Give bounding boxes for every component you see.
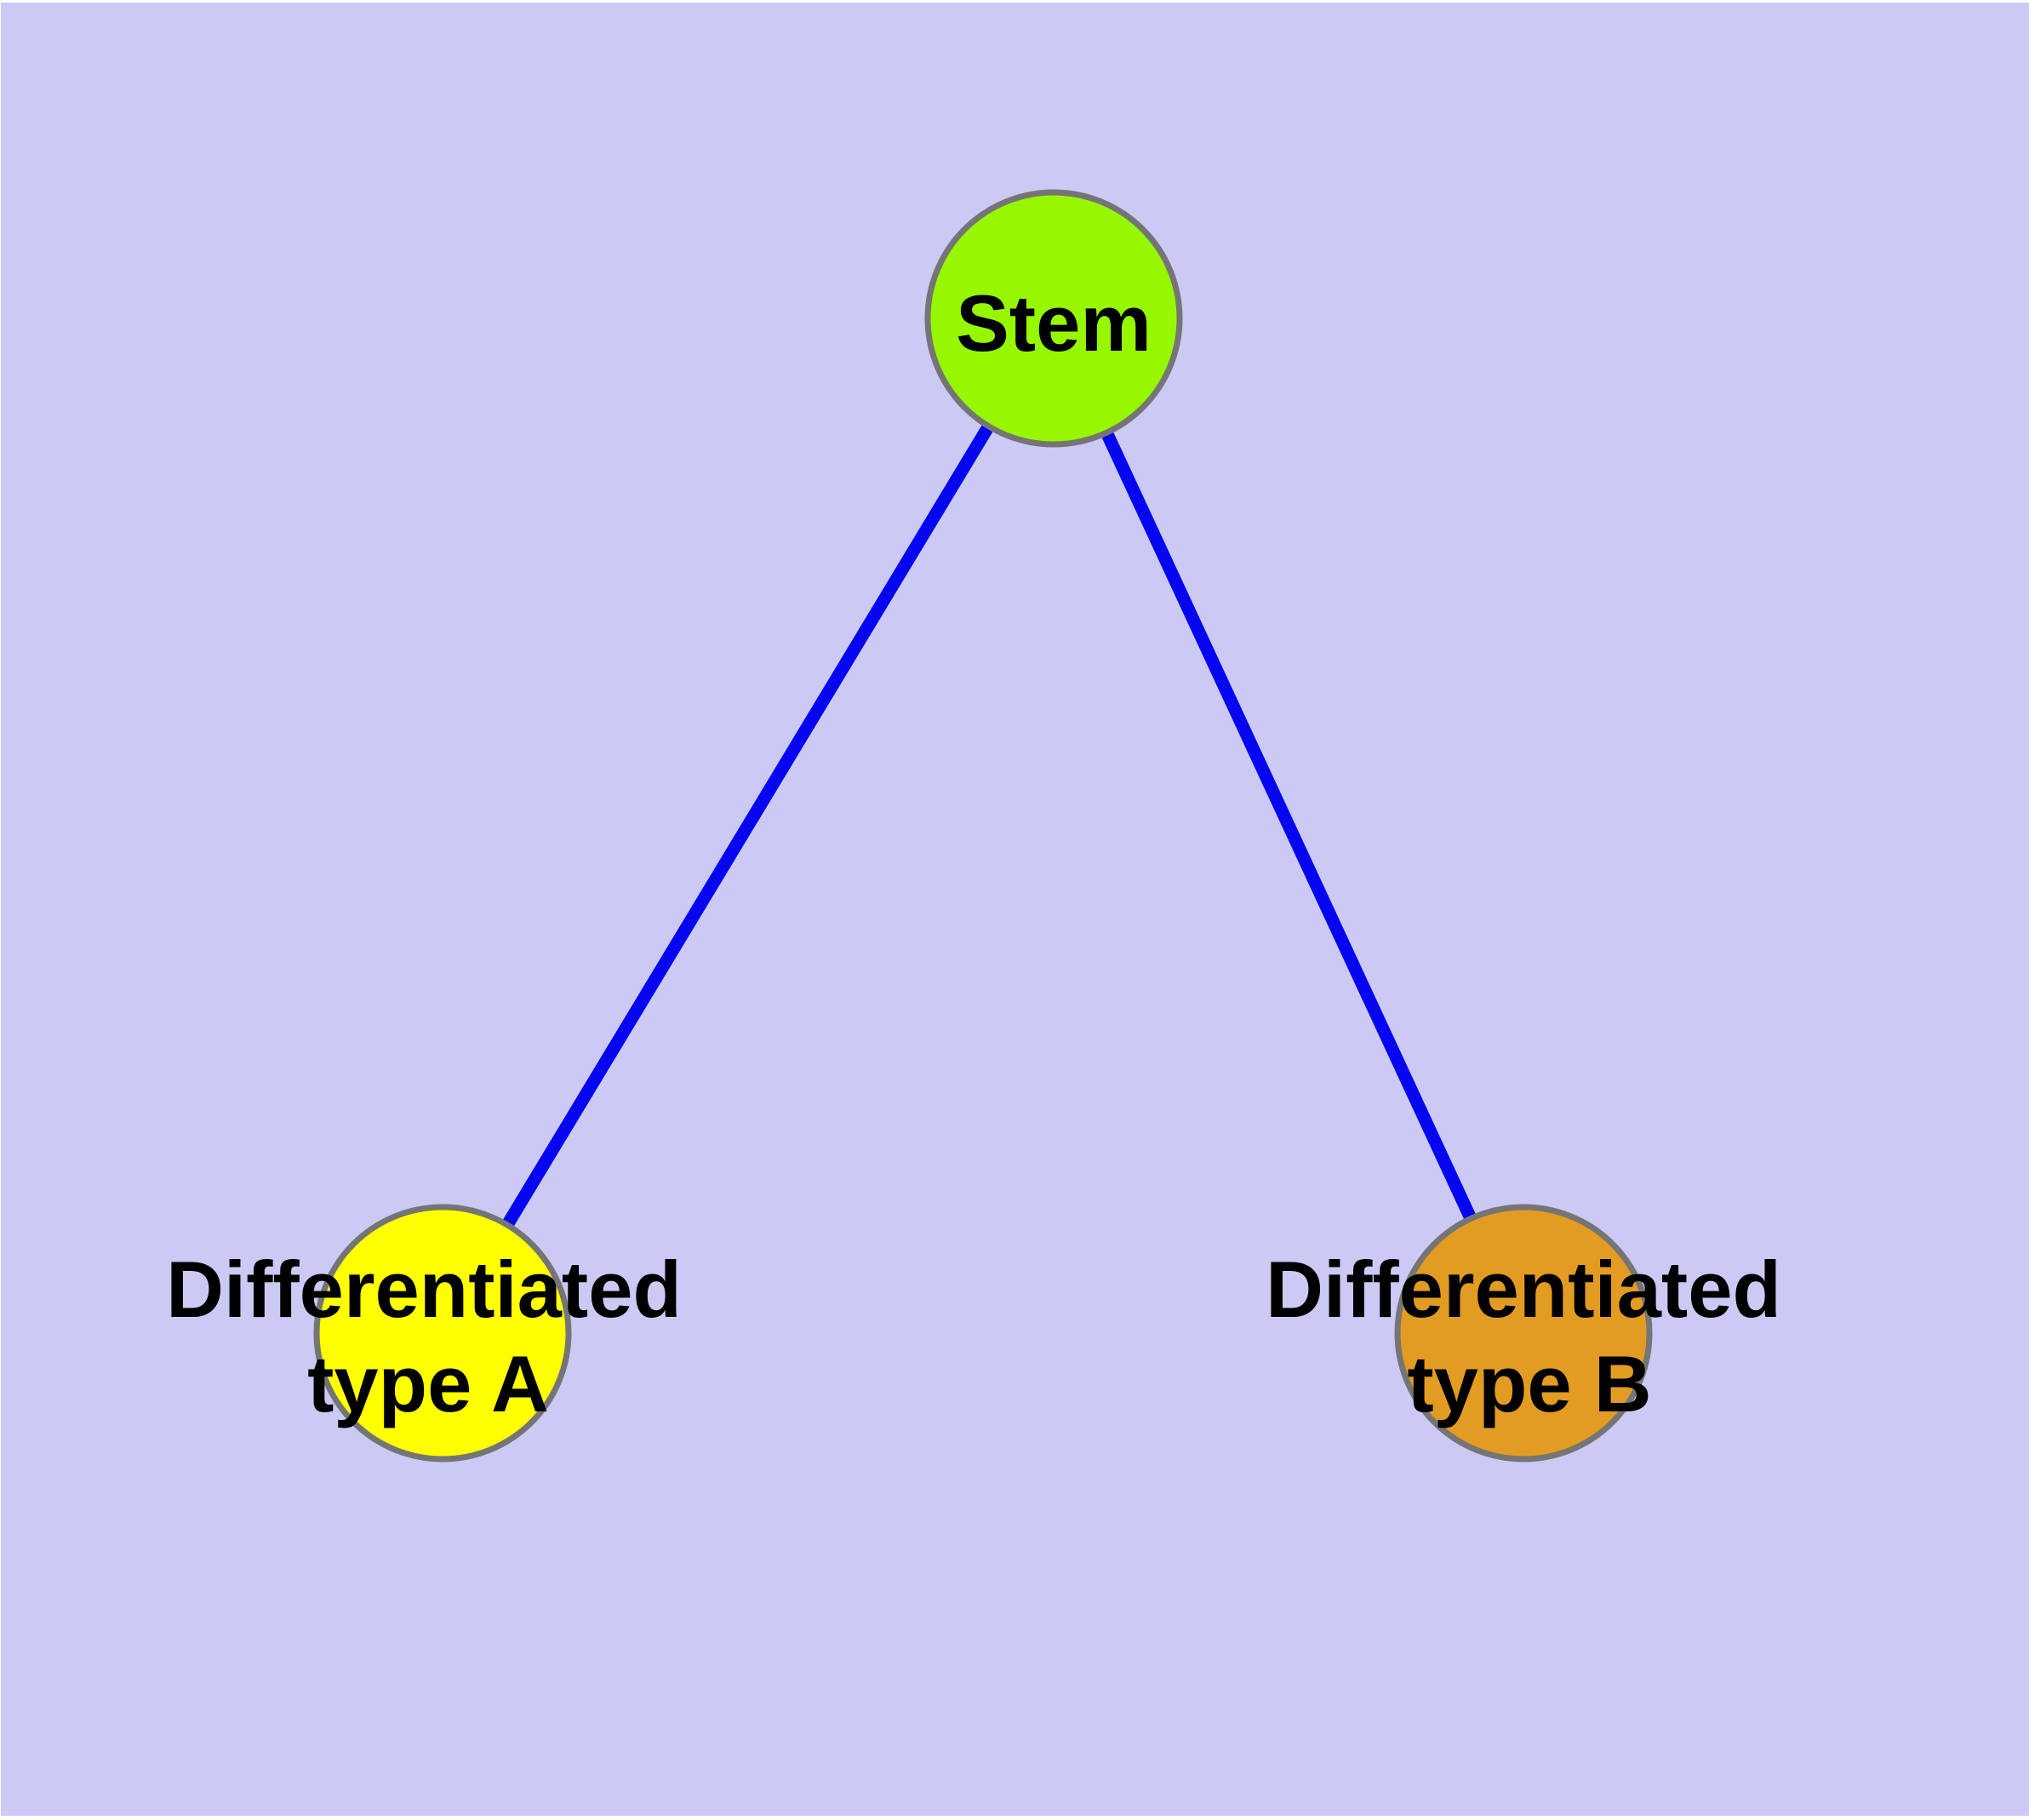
node-type-b: Differentiated type B [1266, 1204, 1781, 1462]
node-type-a-label-line-2: type A [307, 1339, 549, 1428]
node-type-b-label-line-1: Differentiated [1266, 1245, 1781, 1334]
node-stem: Stem [924, 189, 1183, 448]
node-type-a-circle [313, 1204, 572, 1462]
node-type-a-label-line-1: Differentiated [166, 1245, 682, 1334]
node-type-b-label-line-2: type B [1407, 1339, 1651, 1428]
node-stem-label: Stem [956, 278, 1152, 368]
node-type-a: Differentiated type A [166, 1204, 682, 1462]
edge-stem-to-type-b [1048, 315, 1529, 1336]
node-stem-circle [924, 189, 1183, 448]
edge-stem-to-type-a [437, 315, 1060, 1336]
node-type-b-circle [1394, 1204, 1653, 1462]
